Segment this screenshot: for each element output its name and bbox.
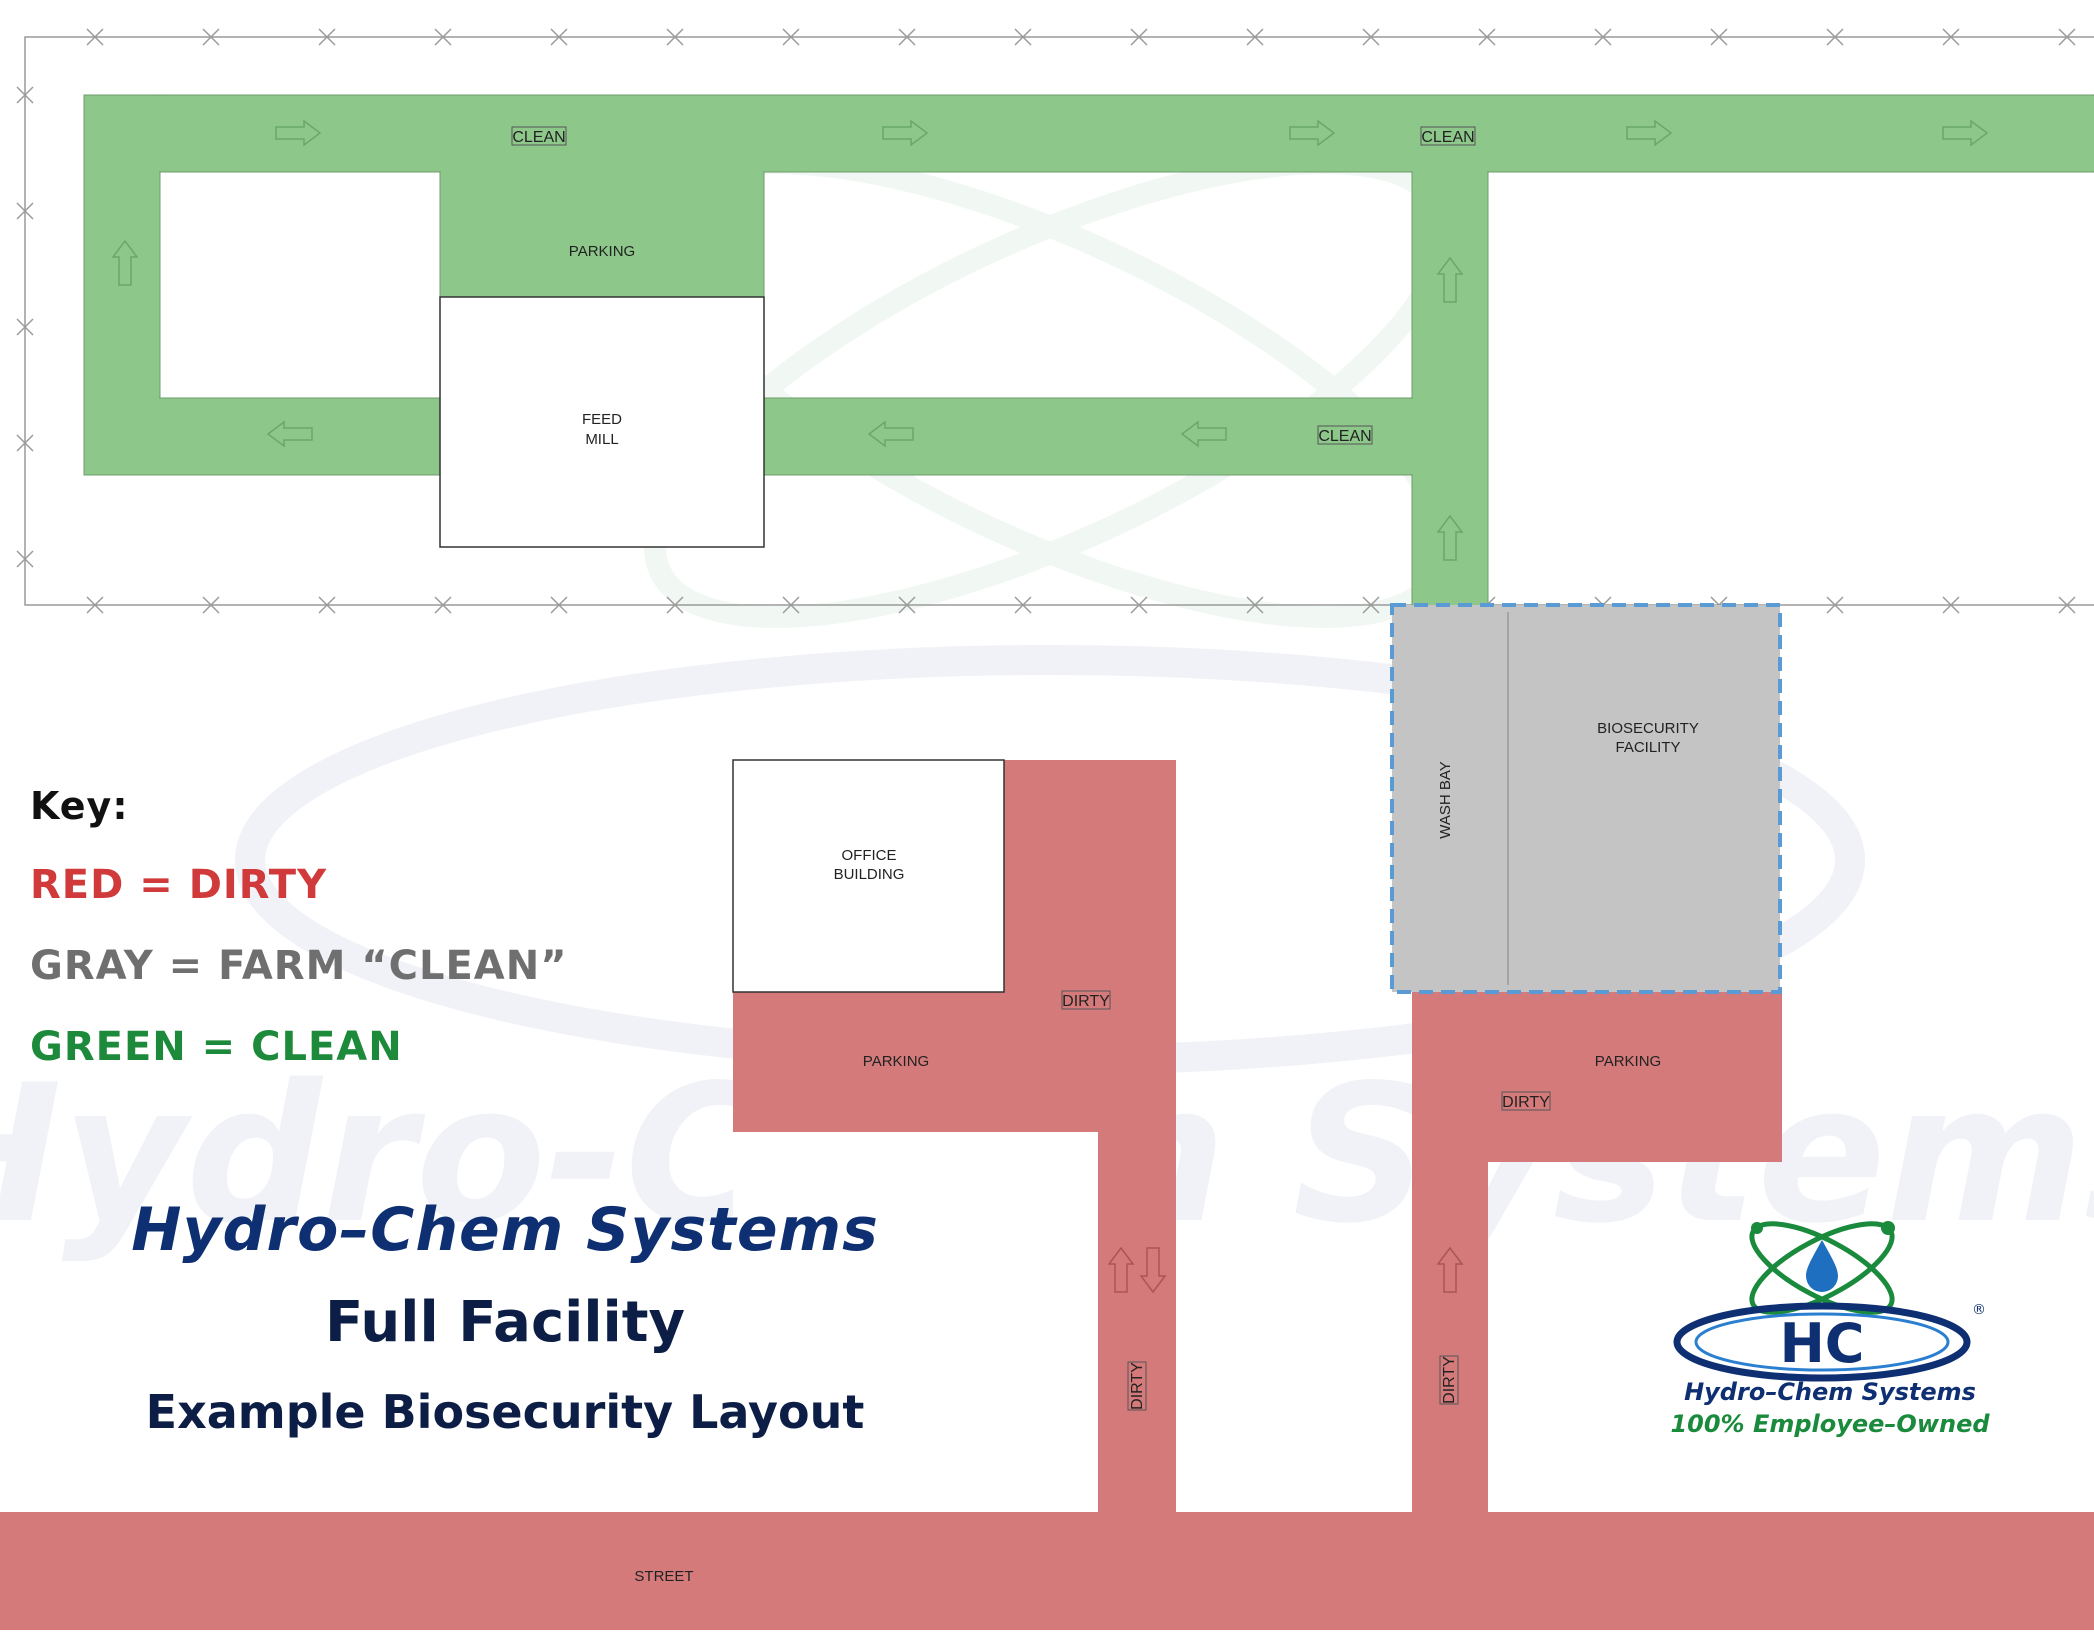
clean-label-boxes: [511, 126, 1551, 1411]
key-green: GREEN = CLEAN: [30, 1024, 403, 1070]
key-red: RED = DIRTY: [30, 862, 328, 908]
registered-mark: ®: [1972, 1302, 1986, 1318]
feed-mill-label: FEED: [582, 411, 622, 428]
office-building: [732, 759, 1005, 993]
diagram-title: Full Facility: [324, 1290, 686, 1355]
biosecurity-facility-label: BIOSECURITY: [1597, 720, 1699, 737]
clean-label: CLEAN: [1318, 428, 1371, 445]
street-label: STREET: [634, 1568, 693, 1585]
office-building-label: BUILDING: [834, 866, 905, 883]
key-title: Key:: [30, 784, 129, 828]
dirty-label: DIRTY: [1062, 993, 1110, 1010]
office-building-label: OFFICE: [842, 847, 897, 864]
feed-mill: [439, 296, 765, 548]
biosecurity-facility-label: FACILITY: [1615, 739, 1680, 756]
logo-tagline: 100% Employee–Owned: [1670, 1410, 1990, 1438]
wash-bay-label: WASH BAY: [1437, 761, 1454, 839]
farm-fence: [16, 28, 2094, 614]
dirty-label: DIRTY: [1502, 1094, 1550, 1111]
parking-label: PARKING: [569, 243, 635, 260]
diagram-subtitle: Example Biosecurity Layout: [145, 1385, 865, 1439]
dirty-label: DIRTY: [1441, 1356, 1458, 1404]
clean-label: CLEAN: [512, 129, 565, 146]
parking-label: PARKING: [863, 1053, 929, 1070]
biosecurity-facility: [1390, 603, 1782, 994]
key-gray: GRAY = FARM “CLEAN”: [30, 943, 568, 989]
logo-initials: HC: [1780, 1312, 1865, 1375]
parking-label: PARKING: [1595, 1053, 1661, 1070]
feed-mill-label: MILL: [585, 431, 618, 448]
clean-label: CLEAN: [1421, 129, 1474, 146]
hydro-chem-logo: HC ®: [1673, 1221, 1986, 1382]
logo-company-name: Hydro–Chem Systems: [1684, 1378, 1976, 1406]
brand-title: Hydro–Chem Systems: [131, 1195, 879, 1265]
dirty-label: DIRTY: [1129, 1362, 1146, 1410]
